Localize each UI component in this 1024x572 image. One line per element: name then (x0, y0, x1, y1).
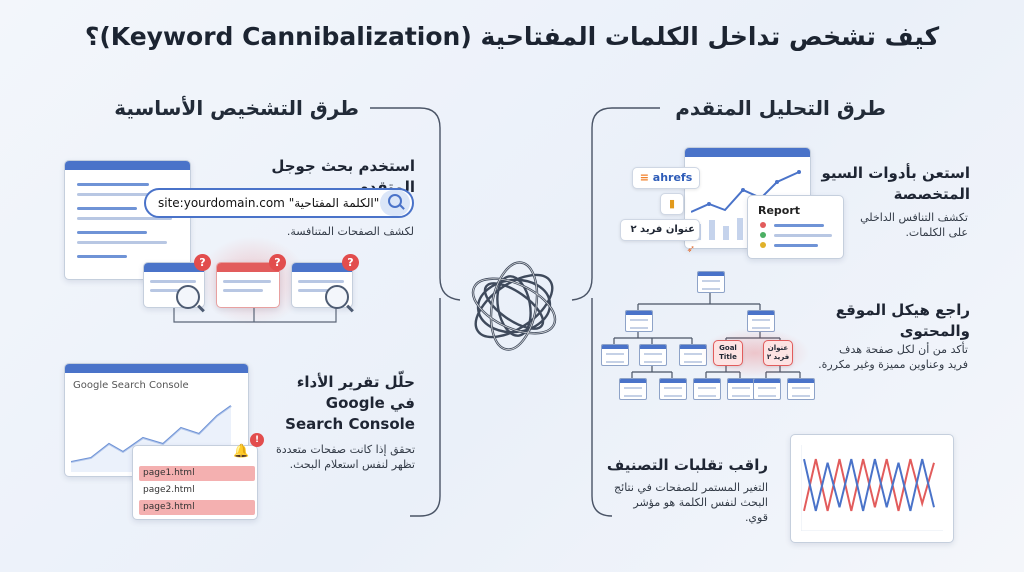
bell-icon: 🔔 (233, 444, 250, 459)
flame-icon: ➶ (686, 244, 695, 255)
tree-node (679, 344, 707, 366)
site-tree-connectors (613, 292, 801, 378)
tree-node (601, 344, 629, 366)
ranking-series-blue (803, 458, 935, 512)
seo-tools-desc: تكشف التنافس الداخلي على الكلمات. (860, 211, 968, 239)
seo-tools-title: استعن بأدوات السيو المتخصصة (821, 164, 971, 203)
search-button[interactable] (380, 190, 410, 216)
ranking-fluctuation-chart (801, 445, 943, 531)
ahrefs-badge: ≡ ahrefs (632, 167, 700, 189)
page-title: كيف تشخص تداخل الكلمات المفتاحية (Keywor… (84, 22, 940, 51)
tree-node (697, 271, 725, 293)
magnifier-icon (325, 285, 349, 309)
advanced-search-desc: لكشف الصفحات المتنافسة. (286, 225, 414, 238)
report-card: Report (747, 195, 844, 259)
browser-window-illustration (64, 160, 191, 280)
tree-node (693, 378, 721, 400)
unique-title-node: عنوان فريد ٢ (763, 340, 793, 366)
left-column-heading: طرق التشخيص الأساسية (114, 96, 359, 120)
report-label: Report (758, 204, 801, 217)
gsc-report-title: حلّل تقرير الأداء في Google Search Conso… (285, 373, 415, 433)
tree-node (787, 378, 815, 400)
right-column-heading: طرق التحليل المتقدم (675, 96, 886, 120)
search-icon (388, 194, 402, 208)
question-mark-icon: ? (194, 254, 211, 271)
competing-pages-connectors (173, 300, 337, 323)
page-row: page3.html (139, 500, 255, 515)
tree-node (753, 378, 781, 400)
gsc-report-desc: تحقق إذا كانت صفحات متعددة تظهر لنفس است… (275, 443, 415, 471)
unique-title-chip: عنوان فريد ٢ ➶ (620, 219, 700, 255)
tree-node (625, 310, 653, 332)
ranking-fluctuation-title: راقب تقلبات التصنيف (606, 456, 768, 474)
ahrefs-logo-icon: ≡ (639, 171, 653, 184)
tree-node (727, 378, 755, 400)
site-structure-desc: تأكد من أن لكل صفحة هدف فريد وعناوين ممي… (818, 343, 968, 371)
tree-node (747, 310, 775, 332)
page-row: page2.html (139, 483, 255, 498)
magnifier-icon (176, 285, 200, 309)
gsc-pages-popup: page1.html page2.html page3.html (132, 445, 258, 520)
alert-icon: ! (250, 433, 264, 447)
ranking-fluctuation-desc: التغير المستمر للصفحات في نتائج البحث لن… (614, 481, 768, 524)
gsc-logo-text: Google Search Console (73, 380, 189, 391)
site-structure-title: راجع هيكل الموقع والمحتوى (835, 301, 970, 340)
tree-node (659, 378, 687, 400)
question-mark-icon: ? (342, 254, 359, 271)
bar-chart-badge: ▮ (660, 193, 684, 215)
competing-page-2 (216, 262, 280, 308)
goal-title-node: Goal Title (713, 340, 743, 366)
search-query-text: site:yourdomain.com "الكلمة المفتاحية" (158, 196, 380, 210)
tree-node (639, 344, 667, 366)
question-mark-icon: ? (269, 254, 286, 271)
page-row: page1.html (139, 466, 255, 481)
tree-node (619, 378, 647, 400)
ranking-chart-card (790, 434, 954, 543)
advanced-search-bar[interactable]: site:yourdomain.com "الكلمة المفتاحية" (144, 188, 414, 218)
tangle-knot-icon (471, 261, 557, 351)
competing-page-3 (291, 262, 353, 308)
